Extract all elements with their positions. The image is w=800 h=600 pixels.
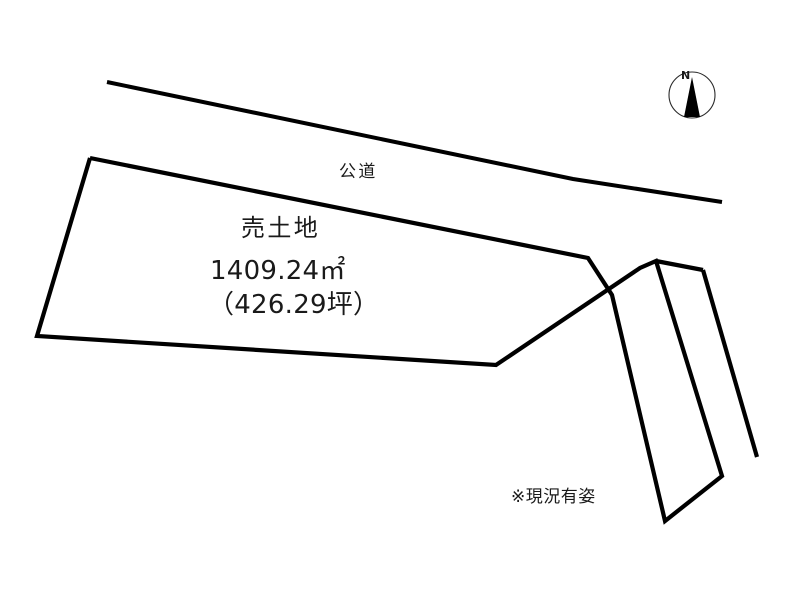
- plot-title-label: 売土地: [241, 214, 321, 242]
- compass-circle: [668, 71, 716, 119]
- access-strip-top-edge: [655, 258, 704, 273]
- as-is-condition-note: ※現況有姿: [511, 487, 596, 507]
- compass-north-label: N: [681, 69, 691, 82]
- public-road-upper-edge: [106, 80, 723, 204]
- compass-needle: [684, 77, 700, 117]
- area-tsubo-label: （426.29坪）: [208, 290, 380, 320]
- area-square-meters-label: 1409.24㎡: [210, 256, 346, 286]
- parcel-boundary-outline: [34, 155, 725, 525]
- public-road-label: 公道: [339, 162, 378, 182]
- north-arrow-icon: [668, 71, 716, 119]
- access-strip-right-edge: [700, 269, 760, 458]
